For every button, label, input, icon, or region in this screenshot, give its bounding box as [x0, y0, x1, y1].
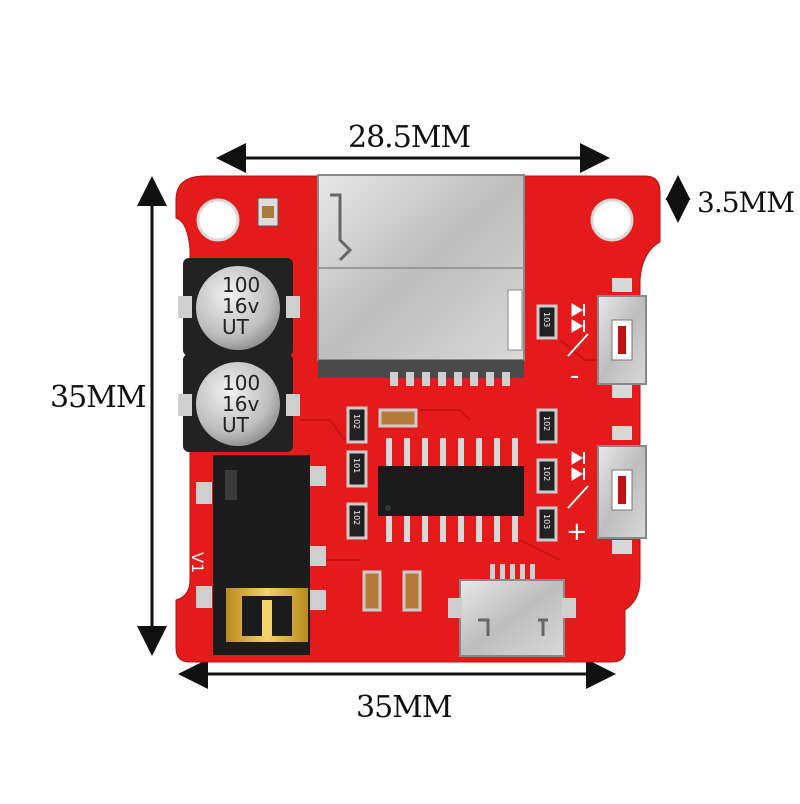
capacitor-1-brand: UT: [222, 315, 250, 339]
capacitor-1: 100 16v UT: [178, 258, 300, 356]
resistors-left: 102 101 102: [346, 406, 418, 540]
capacitor-2-value: 100: [222, 371, 260, 395]
silkscreen-v1: V1: [188, 552, 207, 573]
button-prev: [597, 278, 647, 398]
smd-capacitor: [402, 570, 422, 612]
micro-usb-port: [448, 564, 576, 657]
next-track-icon: [571, 451, 585, 481]
silkscreen-minus: -: [570, 361, 579, 391]
resistor-code: 102: [352, 414, 361, 429]
dimension-thickness: 3.5MM: [697, 186, 795, 219]
audio-jack: V1: [188, 455, 326, 655]
prev-track-icon: [571, 303, 585, 333]
smd-component: [378, 408, 418, 428]
dimension-height: 35MM: [50, 380, 147, 415]
dimension-width-top: 28.5MM: [348, 120, 471, 155]
pcb: 100 16v UT 100 16v UT V1: [175, 174, 661, 663]
capacitor-1-value: 100: [222, 273, 260, 297]
resistor-code: 103: [542, 514, 551, 529]
resistor-code: 102: [352, 510, 361, 525]
capacitor-2-brand: UT: [222, 413, 250, 437]
capacitor-2-voltage: 16v: [222, 392, 259, 416]
resistor-code: 103: [542, 312, 551, 327]
silkscreen-plus: +: [566, 517, 588, 547]
resistor-code: 101: [352, 458, 361, 473]
dimension-lines: [137, 143, 691, 689]
mounting-hole: [590, 198, 634, 242]
resistors-right: 103 102 102 103: [536, 304, 558, 542]
capacitor-1-voltage: 16v: [222, 294, 259, 318]
capacitor-2: 100 16v UT: [178, 354, 300, 452]
mounting-hole: [196, 198, 240, 242]
smd-capacitor: [362, 570, 382, 612]
ic-chip: [378, 438, 524, 542]
sd-card-slot: [317, 174, 525, 386]
resistor-code: 102: [542, 416, 551, 431]
dimension-width-bottom: 35MM: [356, 690, 453, 725]
resistor-code: 102: [542, 466, 551, 481]
button-next: [597, 426, 647, 554]
